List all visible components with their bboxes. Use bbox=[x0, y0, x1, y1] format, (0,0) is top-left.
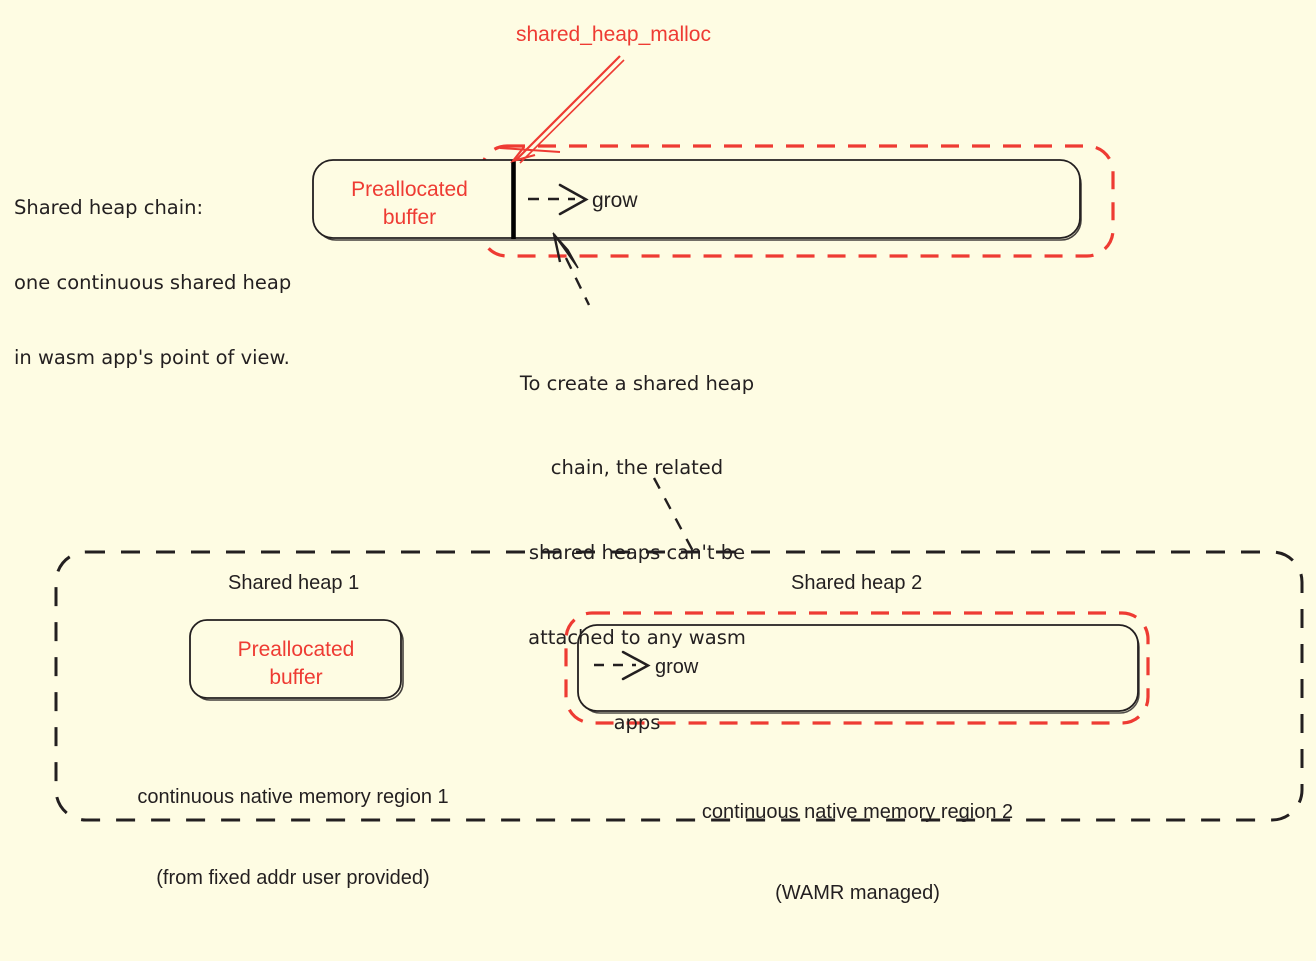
top-grow-arrow-head bbox=[558, 183, 589, 216]
description-line-2: one continuous shared heap bbox=[14, 270, 292, 294]
heap2-caption-line-1: continuous native memory region 2 bbox=[701, 801, 1014, 823]
heap1-preallocated-buffer-label: Preallocated buffer bbox=[237, 638, 355, 689]
note-line-2: chain, the related bbox=[550, 456, 724, 480]
heap2-caption: continuous native memory region 2 (WAMR … bbox=[700, 745, 1015, 961]
note-line-1: To create a shared heap bbox=[519, 371, 755, 395]
top-grow-label: grow bbox=[592, 189, 638, 212]
heap2-grow-label: grow bbox=[655, 656, 699, 678]
malloc-leader-line-b bbox=[519, 59, 625, 164]
note-connector-arrowhead-outline bbox=[552, 233, 562, 263]
description-line-3: in wasm app's point of view. bbox=[14, 345, 290, 369]
shared-heap-2-title: Shared heap 2 bbox=[791, 572, 923, 594]
shared-heap-malloc-label: shared_heap_malloc bbox=[516, 23, 711, 46]
malloc-leader-arrowhead bbox=[510, 146, 536, 163]
heap2-caption-line-2: (WAMR managed) bbox=[775, 882, 940, 904]
shared-heap-chain-note: To create a shared heap chain, the relat… bbox=[497, 313, 777, 794]
diagram-canvas: Shared heap chain: one continuous shared… bbox=[14, 23, 1304, 904]
description-line-1: Shared heap chain: bbox=[14, 195, 204, 219]
top-preallocated-buffer-label: Preallocated buffer bbox=[351, 178, 468, 229]
note-line-3: shared heaps can't be bbox=[528, 541, 746, 565]
note-line-5: apps bbox=[613, 710, 661, 734]
shared-heap-1-title: Shared heap 1 bbox=[228, 572, 360, 594]
note-connector-dashed bbox=[564, 257, 591, 306]
malloc-leader-arrowhead-barb bbox=[499, 147, 561, 153]
heap1-caption: continuous native memory region 1 (from … bbox=[128, 730, 458, 946]
note-connector-arrowhead bbox=[552, 232, 579, 269]
heap1-caption-line-1: continuous native memory region 1 bbox=[137, 786, 449, 808]
heap1-caption-line-2: (from fixed addr user provided) bbox=[156, 867, 430, 889]
note-line-4: attached to any wasm bbox=[528, 625, 746, 649]
malloc-leader-line-a bbox=[515, 55, 621, 161]
top-red-dashed-region bbox=[479, 144, 1115, 258]
shared-heap-chain-description: Shared heap chain: one continuous shared… bbox=[14, 146, 291, 420]
